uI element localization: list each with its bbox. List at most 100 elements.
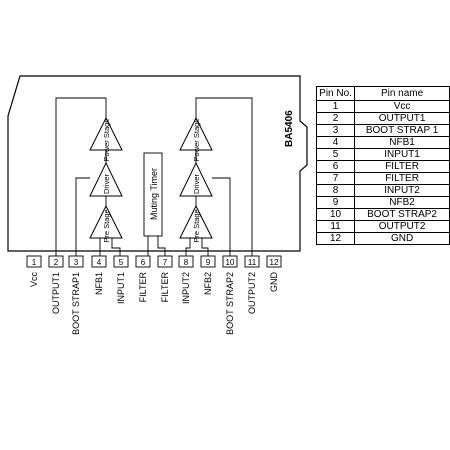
pin-box — [68, 255, 84, 268]
pin-table-name: OUTPUT2 — [354, 220, 450, 233]
pin-label: OUTPUT2 — [247, 272, 257, 314]
pin-table-no: 9 — [315, 196, 356, 209]
pin-table-name: FILTER — [354, 160, 450, 173]
pin-number: 2 — [54, 258, 59, 267]
pin-box — [135, 255, 151, 268]
pin-number: 1 — [32, 258, 37, 267]
pin-table-no: 3 — [315, 124, 356, 137]
power-stage-2: Power Stage — [179, 116, 213, 162]
pin-table-name: FILTER — [354, 172, 450, 185]
pin-box — [266, 255, 282, 268]
chip-part-number: BA5406 — [284, 110, 295, 147]
pin-table-no: 1 — [315, 100, 356, 113]
pin-number: 8 — [184, 258, 189, 267]
pin-number: 7 — [163, 258, 168, 267]
pin-box — [178, 255, 194, 268]
pin-number: 5 — [119, 258, 124, 267]
pin-table-no: 2 — [315, 112, 356, 125]
pre-stage-1: Pre Stage — [89, 204, 123, 243]
svg-text:Driver: Driver — [102, 173, 111, 194]
header-pin-name: Pin name — [354, 86, 450, 101]
pin-box — [200, 255, 216, 268]
pin-table-name: Vcc — [354, 100, 450, 113]
header-pin-no: Pin No. — [315, 86, 356, 101]
pin-table-name: GND — [354, 232, 450, 245]
pin-number: 11 — [248, 258, 257, 267]
pin-table-no: 8 — [315, 184, 356, 197]
pin-label: BOOT STRAP1 — [71, 272, 81, 335]
svg-text:Driver: Driver — [192, 173, 201, 194]
svg-text:Power Stage: Power Stage — [192, 119, 201, 162]
pin-table-name: NFB1 — [354, 136, 450, 149]
pin-table-no: 5 — [315, 148, 356, 161]
svg-text:Pre Stage: Pre Stage — [192, 209, 201, 242]
pin-table-name: INPUT1 — [354, 148, 450, 161]
pin-table-name: NFB2 — [354, 196, 450, 209]
svg-text:Muting Timer: Muting Timer — [149, 168, 159, 220]
pin-label: INPUT2 — [181, 272, 191, 304]
pin-box — [48, 255, 64, 268]
pin-box — [91, 255, 107, 268]
driver-1: Driver — [89, 161, 123, 197]
pin-number: 9 — [206, 258, 211, 267]
pin-box — [222, 255, 238, 268]
pin-table-no: 6 — [315, 160, 356, 173]
pin-label: INPUT1 — [116, 272, 126, 304]
pin-label: FILTER — [138, 272, 148, 303]
pin-table-name: INPUT2 — [354, 184, 450, 197]
pin-table-no: 10 — [315, 208, 356, 221]
pin-label: FILTER — [160, 272, 170, 303]
pin-table-no: 7 — [315, 172, 356, 185]
pin-box — [26, 255, 42, 268]
pin-table-no: 11 — [315, 220, 356, 233]
pin-label: Vcc — [29, 272, 39, 288]
pin-label: NFB2 — [203, 272, 213, 295]
pin-table-no: 4 — [315, 136, 356, 149]
muting-timer: Muting Timer — [143, 152, 163, 237]
pin-table-name: BOOT STRAP 1 — [354, 124, 450, 137]
svg-text:Pre Stage: Pre Stage — [102, 209, 111, 242]
pin-label: GND — [269, 272, 279, 293]
driver-2: Driver — [179, 161, 213, 197]
pin-number: 4 — [97, 258, 102, 267]
pin-table-name: BOOT STRAP2 — [354, 208, 450, 221]
pre-stage-2: Pre Stage — [179, 204, 213, 243]
pin-label: BOOT STRAP2 — [225, 272, 235, 335]
pin-label: OUTPUT1 — [51, 272, 61, 314]
pin-box — [113, 255, 129, 268]
pin-number: 10 — [226, 258, 235, 267]
pin-number: 6 — [141, 258, 146, 267]
power-stage-1: Power Stage — [89, 116, 123, 161]
pin-table-name: OUTPUT1 — [354, 112, 450, 125]
pin-label: NFB1 — [94, 272, 104, 295]
pin-table-no: 12 — [315, 232, 356, 245]
pin-number: 12 — [270, 258, 279, 267]
internal-wiring — [55, 97, 253, 256]
pin-box — [244, 255, 260, 268]
pin-number: 3 — [74, 258, 79, 267]
